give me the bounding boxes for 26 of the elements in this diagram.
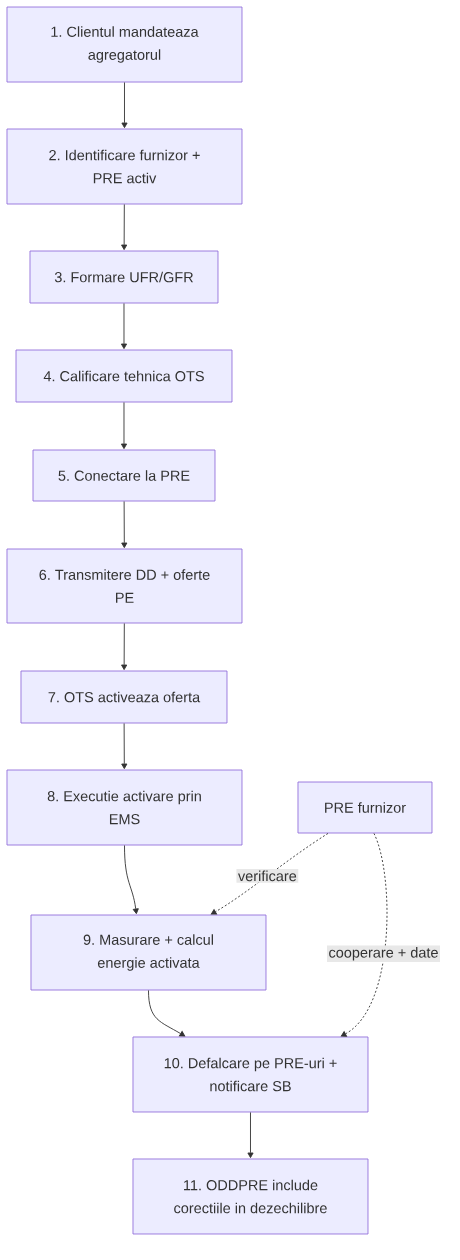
arrow	[120, 402, 128, 450]
arrow	[121, 723, 128, 770]
arrow	[247, 1112, 254, 1159]
process-box: 8. Executie activare prin EMS	[6, 769, 243, 846]
arrow	[340, 833, 388, 1037]
process-box: 5. Conectare la PRE	[32, 449, 216, 502]
process-box: 1. Clientul mandateaza agregatorul	[6, 6, 243, 83]
edge-label: verificare	[236, 869, 299, 883]
arrow	[210, 833, 329, 915]
arrow	[120, 303, 128, 350]
process-box: 3. Formare UFR/GFR	[29, 250, 219, 304]
process-box: 9. Masurare + calcul energie activata	[30, 914, 267, 991]
edge-label: cooperare + date	[327, 945, 441, 963]
process-box: 10. Defalcare pe PRE-uri + notificare SB	[132, 1036, 369, 1113]
arrow	[121, 204, 128, 251]
process-box: 11. ODDPRE include corectiile in dezechilibre	[132, 1158, 369, 1235]
process-box: 4. Calificare tehnica OTS	[15, 349, 233, 403]
arrow	[121, 623, 128, 671]
arrow	[148, 990, 186, 1037]
process-box: 2. Identificare furnizor + PRE activ	[6, 128, 243, 205]
process-box: 7. OTS activeaza oferta	[20, 670, 228, 724]
arrow	[124, 845, 139, 915]
arrow	[121, 82, 128, 129]
process-box: 6. Transmitere DD + oferte PE	[6, 548, 243, 624]
arrow	[121, 501, 128, 549]
process-box: PRE furnizor	[297, 781, 433, 834]
